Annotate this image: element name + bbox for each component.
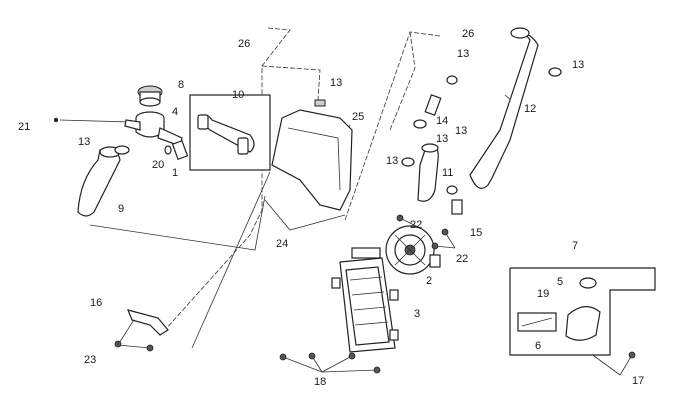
part-7-reservoir-group: [509, 267, 656, 359]
part-20-clip: [164, 145, 172, 155]
label-21: 21: [18, 121, 30, 133]
label-23: 23: [84, 354, 96, 366]
label-2: 2: [426, 275, 432, 287]
label-13-mid-right: 13: [455, 125, 467, 137]
label-3: 3: [414, 308, 420, 320]
label-5: 5: [557, 276, 563, 288]
label-22-upper: 22: [410, 219, 422, 231]
part-12-long-hose: [469, 27, 562, 189]
part-4-filler-neck: [124, 111, 183, 147]
label-10: 10: [232, 89, 244, 101]
part-1-fitting: [171, 140, 189, 160]
label-8: 8: [178, 79, 184, 91]
part-13-clamp: [114, 145, 130, 155]
label-13-left: 13: [78, 136, 90, 148]
label-20: 20: [152, 159, 164, 171]
part-13-clamp-right: [446, 185, 458, 195]
label-13-top-center: 13: [330, 77, 342, 89]
label-19: 19: [537, 288, 549, 300]
part-18-bolts: [279, 352, 381, 374]
label-7: 7: [572, 240, 578, 252]
label-4: 4: [172, 106, 178, 118]
label-22-lower: 22: [456, 253, 468, 265]
part-9-hose: [77, 146, 121, 217]
part-11-hose: [401, 143, 439, 202]
label-24: 24: [276, 238, 288, 250]
label-6: 6: [535, 340, 541, 352]
part-14-fitting: [413, 75, 458, 129]
label-11: 11: [442, 167, 453, 179]
part-25-cover: [271, 99, 353, 211]
label-12: 12: [524, 103, 536, 115]
label-26-right: 26: [462, 28, 474, 40]
label-18: 18: [314, 376, 326, 388]
part-22-screws: [396, 214, 449, 250]
leader-lines: [59, 27, 633, 376]
label-9: 9: [118, 203, 124, 215]
part-23-nuts: [114, 340, 154, 352]
part-10-overflow-pipe-box: [189, 94, 271, 171]
label-26-left: 26: [238, 38, 250, 50]
label-16: 16: [90, 297, 102, 309]
callout-labels: 26 26 13 13 13 13 13 13 13 8 10 4 21 20 …: [18, 28, 644, 388]
label-13-middle: 13: [436, 133, 448, 145]
part-21-screw: [53, 117, 59, 123]
label-14: 14: [436, 115, 448, 127]
part-15-fitting: [451, 199, 463, 215]
label-13-far-right: 13: [572, 59, 584, 71]
label-13-top-right: 13: [457, 48, 469, 60]
part-8-radiator-cap: [137, 85, 163, 107]
part-2-cooling-fan: [385, 225, 441, 275]
label-13-mid-left: 13: [386, 155, 398, 167]
part-16-bracket: [126, 309, 169, 336]
label-25: 25: [352, 111, 364, 123]
label-15: 15: [470, 227, 482, 239]
label-1: 1: [172, 167, 178, 179]
part-3-radiator: [331, 247, 399, 353]
label-17: 17: [632, 375, 644, 387]
